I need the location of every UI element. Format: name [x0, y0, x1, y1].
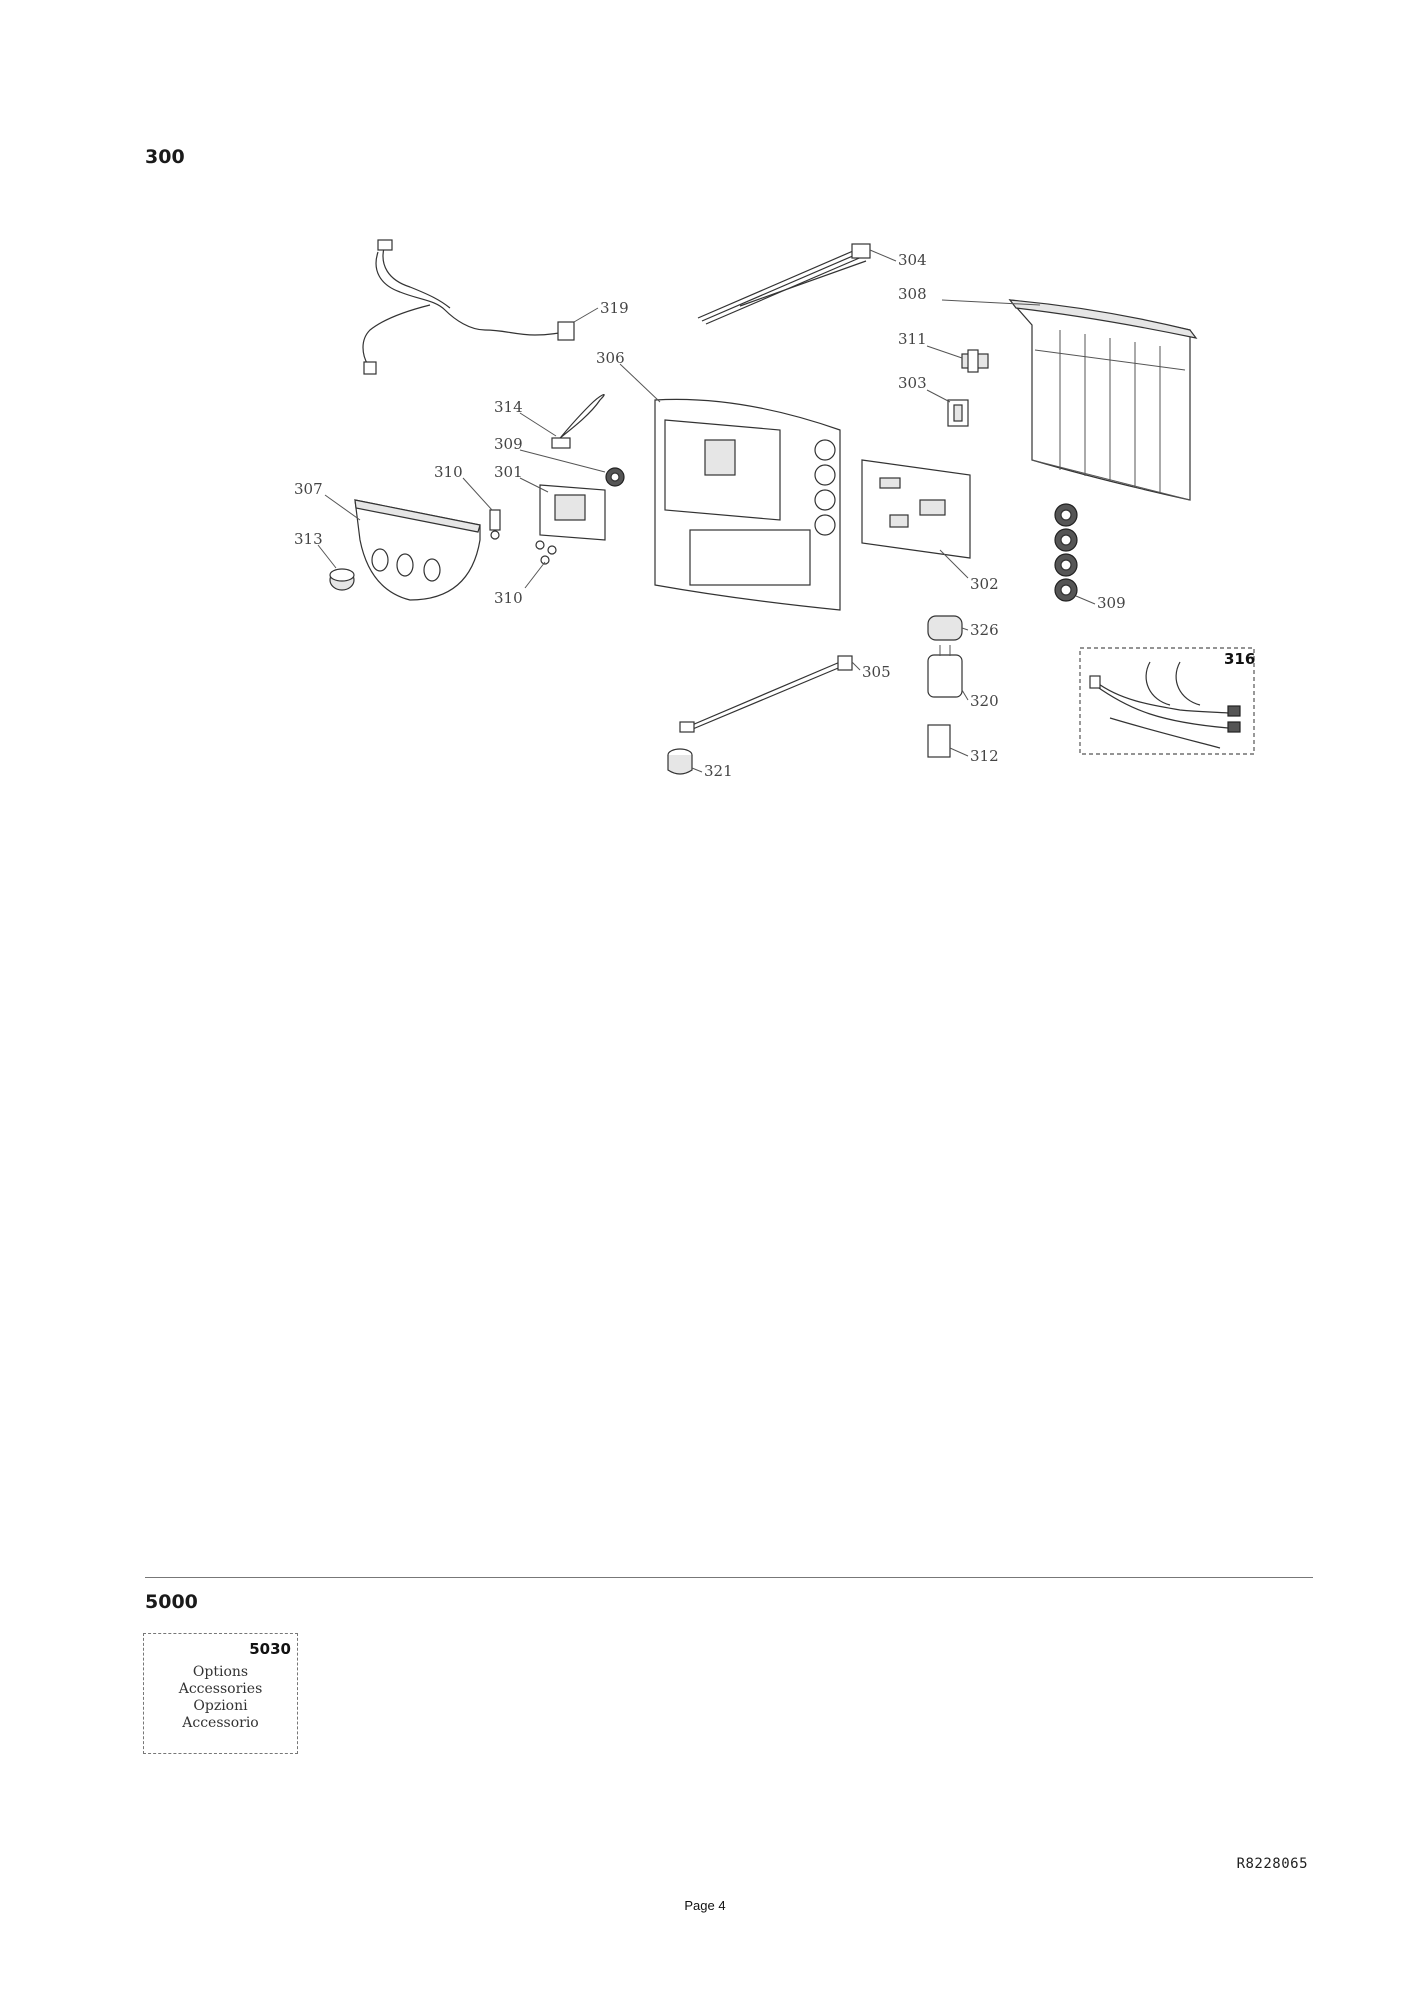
- callout-305: 305: [862, 663, 891, 681]
- part-303-switch: [926, 389, 969, 427]
- options-item: Options: [192, 1664, 249, 1680]
- part-305-sensor-wire: [679, 655, 861, 733]
- callout-307: 307: [294, 480, 323, 498]
- part-306-front-frame: [619, 363, 841, 611]
- part-319-harness: [362, 239, 599, 375]
- options-list: Options Accessories Opzioni Accessorio: [144, 1664, 297, 1732]
- callout-302: 302: [970, 575, 999, 593]
- part-313-knob: [317, 544, 355, 591]
- callout-321: 321: [704, 762, 733, 780]
- callout-308: 308: [898, 285, 927, 303]
- part-320-capacitor: [927, 645, 969, 701]
- part-316-harness-kit: [1079, 647, 1255, 755]
- section-title-300: 300: [145, 146, 185, 168]
- callout-311: 311: [898, 330, 927, 348]
- callout-326: 326: [970, 621, 999, 639]
- section-divider: [145, 1577, 1313, 1578]
- callout-319: 319: [600, 299, 629, 317]
- part-310-bracket-a: [462, 477, 501, 540]
- callout-316: 316: [1224, 650, 1255, 668]
- part-312-relay: [927, 724, 969, 758]
- options-number: 5030: [249, 1640, 291, 1658]
- part-309-grommet: [519, 449, 625, 487]
- page-number: Page 4: [684, 1898, 726, 1913]
- options-box-5030: 5030 Options Accessories Opzioni Accesso…: [143, 1633, 298, 1754]
- callout-306: 306: [596, 349, 625, 367]
- callout-309-b: 309: [1097, 594, 1126, 612]
- callout-320: 320: [970, 692, 999, 710]
- options-item: Opzioni: [193, 1698, 248, 1714]
- exploded-parts-diagram: 319 304 308 311 303: [294, 239, 1255, 780]
- options-item: Accessorio: [182, 1715, 259, 1731]
- part-307-front-cover: [324, 494, 481, 601]
- part-310-bracket-b: [524, 540, 557, 589]
- section-title-5000: 5000: [145, 1591, 198, 1613]
- part-311-connector: [926, 345, 989, 373]
- callout-314: 314: [494, 398, 523, 416]
- part-314-cable: [519, 393, 605, 449]
- callout-310-b: 310: [494, 589, 523, 607]
- part-308-rear-panel: [941, 299, 1198, 501]
- callout-309-a: 309: [494, 435, 523, 453]
- callout-312: 312: [970, 747, 999, 765]
- part-326-cap: [927, 615, 969, 641]
- callout-310-a: 310: [434, 463, 463, 481]
- part-301-transformer: [519, 477, 606, 541]
- options-item: Accessories: [178, 1681, 263, 1697]
- part-304-wire: [697, 243, 897, 325]
- callout-304: 304: [898, 251, 927, 269]
- part-302-pcb: [861, 459, 971, 579]
- document-reference: R8228065: [1236, 1856, 1308, 1872]
- part-309-grommet-stack: [1054, 503, 1096, 605]
- callout-301: 301: [494, 463, 523, 481]
- part-321-sleeve: [667, 748, 703, 775]
- callout-303: 303: [898, 374, 927, 392]
- callout-313: 313: [294, 530, 323, 548]
